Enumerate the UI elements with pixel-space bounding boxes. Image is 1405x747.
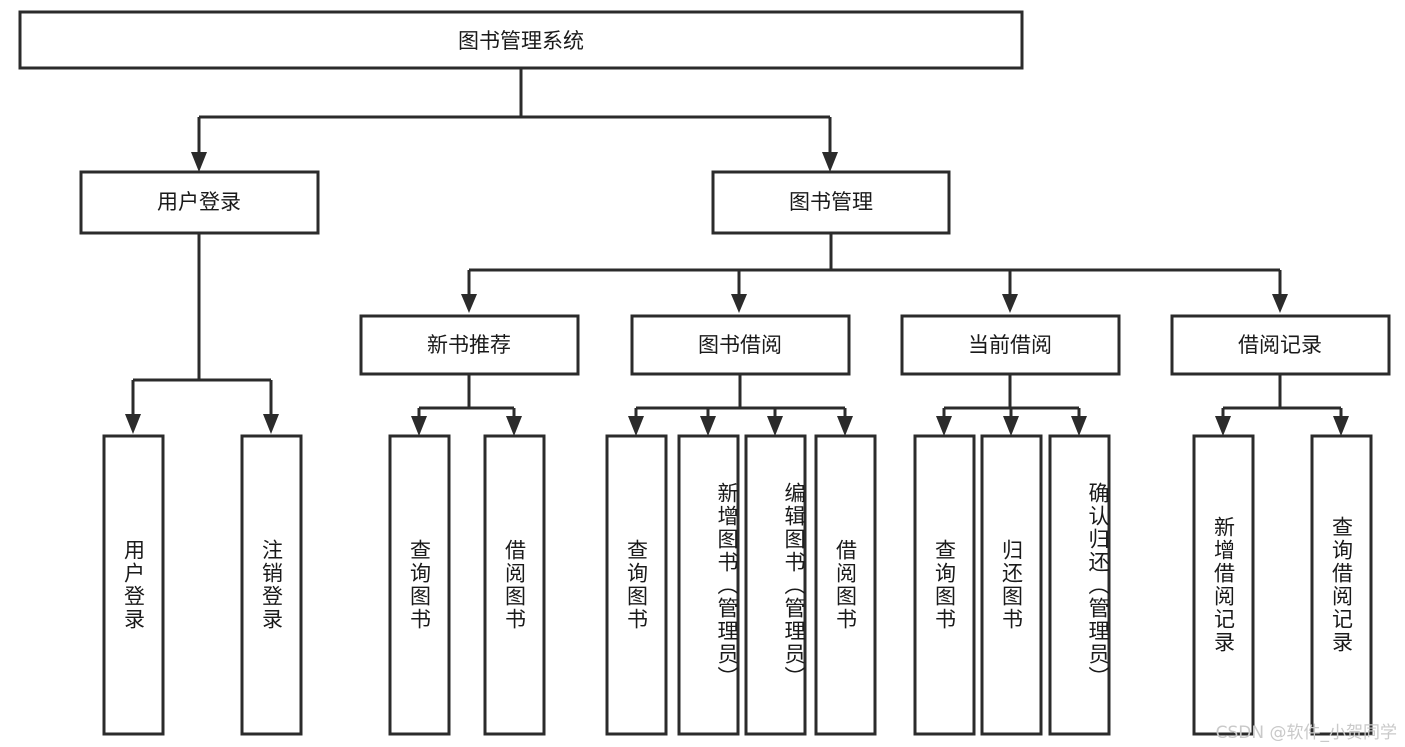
leaf-box-new-book-0[interactable]	[388, 434, 451, 736]
arrowhead-borrow-record	[1272, 294, 1288, 313]
arrowhead-current-borrow-leaf-0	[936, 416, 952, 436]
node-current-borrow[interactable]: 当前借阅	[900, 314, 1121, 376]
arrowhead-book-borrow-leaf-1	[700, 416, 716, 436]
arrowhead-user-login-leaf-1	[263, 414, 279, 434]
arrowhead-borrow-record-leaf-0	[1215, 416, 1231, 436]
leaf-box-user-login-0[interactable]	[102, 434, 165, 736]
arrowhead-current-borrow-leaf-2	[1071, 416, 1087, 436]
arrowhead-user-login-leaf-0	[125, 414, 141, 434]
book-manage-label: 图书管理	[789, 190, 873, 214]
arrowhead-book-borrow-leaf-0	[628, 416, 644, 436]
arrowhead-book-manage	[822, 152, 838, 172]
arrowhead-new-book-leaf-0	[411, 416, 427, 436]
borrow-record-box[interactable]	[1170, 314, 1391, 376]
csdn-watermark: CSDN @软件_小贺同学	[1215, 723, 1397, 743]
book-borrow-box[interactable]	[630, 314, 851, 376]
borrow-record-label: 借阅记录	[1238, 333, 1322, 357]
node-new-book-recommend[interactable]: 新书推荐	[359, 314, 580, 376]
arrowhead-book-borrow-leaf-2	[767, 416, 783, 436]
arrowhead-current-borrow	[1002, 294, 1018, 313]
current-borrow-label: 当前借阅	[968, 333, 1052, 357]
leaf-box-current-borrow-2[interactable]	[1048, 434, 1111, 736]
user-login-label: 用户登录	[157, 190, 241, 214]
new-book-recommend-box[interactable]	[359, 314, 580, 376]
arrowhead-book-borrow	[731, 294, 747, 313]
root-box[interactable]	[18, 10, 1024, 70]
arrowhead-current-borrow-leaf-1	[1003, 416, 1019, 436]
book-borrow-label: 图书借阅	[698, 333, 782, 357]
arrowhead-new-book-leaf-1	[506, 416, 522, 436]
leaf-box-user-login-1[interactable]	[240, 434, 303, 736]
node-book-manage[interactable]: 图书管理	[711, 170, 951, 235]
arrowhead-user-login	[191, 152, 207, 172]
node-borrow-record[interactable]: 借阅记录	[1170, 314, 1391, 376]
current-borrow-box[interactable]	[900, 314, 1121, 376]
leaf-box-book-borrow-1[interactable]	[677, 434, 740, 736]
node-user-login[interactable]: 用户登录	[79, 170, 320, 235]
leaf-box-borrow-record-1[interactable]	[1310, 434, 1373, 736]
new-book-recommend-label: 新书推荐	[427, 333, 511, 357]
leaf-box-current-borrow-1[interactable]	[980, 434, 1043, 736]
leaf-box-book-borrow-3[interactable]	[814, 434, 877, 736]
root-label: 图书管理系统	[458, 29, 584, 53]
leaf-box-new-book-1[interactable]	[483, 434, 546, 736]
arrowhead-new-book	[461, 294, 477, 313]
node-book-borrow[interactable]: 图书借阅	[630, 314, 851, 376]
leaf-box-current-borrow-0[interactable]	[913, 434, 976, 736]
arrowhead-book-borrow-leaf-3	[837, 416, 853, 436]
leaf-box-book-borrow-0[interactable]	[605, 434, 668, 736]
arrowhead-borrow-record-leaf-1	[1333, 416, 1349, 436]
leaf-box-borrow-record-0[interactable]	[1192, 434, 1255, 736]
leaf-box-book-borrow-2[interactable]	[744, 434, 807, 736]
book-manage-box[interactable]	[711, 170, 951, 235]
node-root[interactable]: 图书管理系统	[18, 10, 1024, 70]
